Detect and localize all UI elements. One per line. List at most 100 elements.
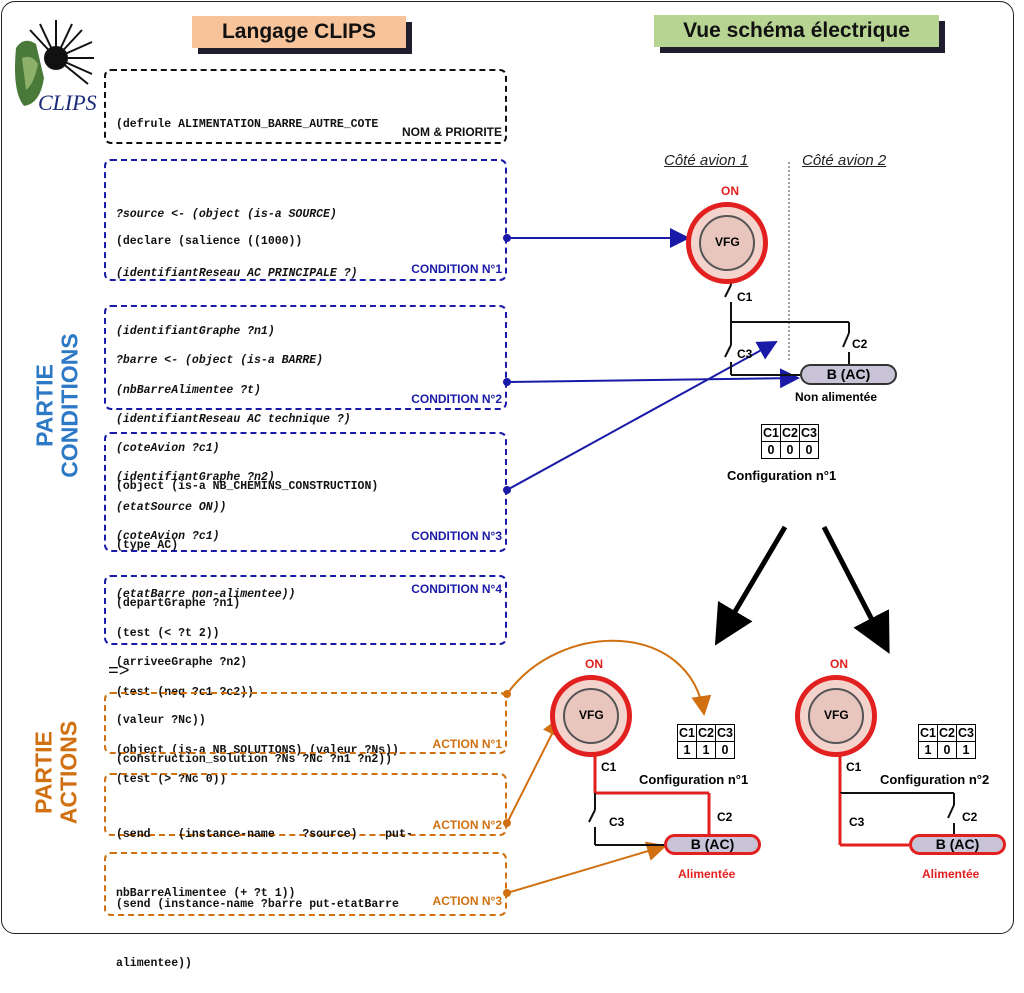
- code-line: nbBarreAlimentee (+ ?t 1)): [116, 886, 296, 900]
- bar-state-right: Alimentée: [922, 867, 980, 881]
- source-label: VFG: [579, 708, 604, 722]
- condition-3-tag: CONDITION N°3: [411, 529, 502, 543]
- header-clips: Langage CLIPS: [192, 16, 406, 48]
- table-header: C1: [761, 424, 781, 442]
- condition-2-tag: CONDITION N°2: [411, 392, 502, 406]
- switch-c1-label: C1: [737, 290, 753, 304]
- config-name-right: Configuration n°2: [880, 772, 990, 787]
- source-inner: [563, 688, 619, 744]
- config-name-top: Configuration n°1: [727, 468, 837, 483]
- action-1-block: [104, 692, 507, 754]
- table-cell: 0: [937, 741, 957, 759]
- clips-logo: CLIPS: [10, 18, 102, 118]
- logo-text: CLIPS: [38, 90, 97, 115]
- rule-line: (declare (salience ((1000)): [116, 234, 303, 248]
- code-line: ?barre <- (object (is-a BARRE): [116, 354, 324, 367]
- code-line: (object (is-a NB_CHEMINS_CONSTRUCTION): [116, 480, 379, 493]
- on-label: ON: [721, 184, 739, 198]
- switch-c2-label-left: C2: [717, 810, 733, 824]
- table-header: C1: [677, 724, 697, 742]
- on-label-left: ON: [585, 657, 603, 671]
- rule-block: [104, 69, 507, 144]
- config-arrows: [714, 525, 890, 654]
- table-cell: 0: [715, 741, 735, 759]
- action-3-tag: ACTION N°3: [432, 894, 502, 908]
- side-2-label: Côté avion 2: [802, 152, 887, 169]
- condition-1-code: ?source <- (object (is-a SOURCE) (identi…: [116, 166, 358, 537]
- logo-graphic: [15, 20, 94, 106]
- rule-tag: NOM & PRIORITE: [401, 125, 502, 139]
- table-cell: 0: [780, 441, 800, 459]
- code-line: (identifiantReseau AC technique ?): [116, 412, 351, 426]
- switch-c2-label-right: C2: [962, 810, 978, 824]
- table-header: C2: [937, 724, 957, 742]
- table-header: C3: [956, 724, 976, 742]
- code-line: (valeur ?Nc)): [116, 714, 206, 727]
- source-label: VFG: [715, 235, 740, 249]
- action-3-code: (send (instance-name ?barre put-etatBarr…: [116, 856, 399, 993]
- source-inner: [808, 688, 864, 744]
- table-header: C3: [799, 424, 819, 442]
- code-line: (test (< ?t 2)): [116, 627, 220, 640]
- code-line: (construction_solution ?Ns ?Nc ?n1 ?n2)): [116, 753, 393, 766]
- config-name-left: Configuration n°1: [639, 772, 749, 787]
- switch-c3-label-right: C3: [849, 815, 865, 829]
- on-label-right: ON: [830, 657, 848, 671]
- condition-2-block: [104, 305, 507, 410]
- bar-top: B (AC): [800, 364, 897, 385]
- code-line: (send (instance-name ?barre put-etatBarr…: [116, 898, 399, 911]
- table-cell: 1: [677, 741, 697, 759]
- switch-c2-label: C2: [852, 337, 868, 351]
- code-line: (identifiantGraphe ?n1): [116, 325, 275, 338]
- table-cell: 1: [696, 741, 716, 759]
- condition-4-block: [104, 575, 507, 645]
- diagram-wiring: [503, 162, 955, 897]
- table-header: C3: [715, 724, 735, 742]
- side-1-label: Côté avion 1: [664, 152, 749, 169]
- table-header: C1: [918, 724, 938, 742]
- source-inner: [699, 215, 755, 271]
- table-cell: 0: [799, 441, 819, 459]
- table-header: C2: [696, 724, 716, 742]
- action-1-code: (construction_solution ?Ns ?Nc ?n1 ?n2)): [116, 711, 392, 789]
- condition-1-block: [104, 159, 507, 281]
- table-header: C2: [780, 424, 800, 442]
- code-line: (type AC): [116, 538, 179, 552]
- rule-line: (defrule ALIMENTATION_BARRE_AUTRE_COTE: [116, 118, 379, 131]
- table-cell: 1: [956, 741, 976, 759]
- code-line: (coteAvion ?c1): [116, 442, 220, 455]
- condition-4-tag: CONDITION N°4: [411, 582, 502, 596]
- source-vfg-right: VFG: [795, 675, 877, 757]
- switch-c3-label: C3: [737, 347, 753, 361]
- code-line: (arriveeGraphe ?n2): [116, 655, 248, 669]
- code-line: (coteAvion ?c1): [116, 529, 220, 543]
- code-line: (identifiantReseau AC PRINCIPALE ?): [116, 266, 358, 280]
- switch-c3-label-left: C3: [609, 815, 625, 829]
- code-line: (test (> ?Nc 0)): [116, 772, 227, 786]
- switch-c1-label-right: C1: [846, 760, 862, 774]
- header-schema: Vue schéma électrique: [654, 15, 939, 47]
- condition-3-code: (object (is-a NB_CHEMINS_CONSTRUCTION) (…: [116, 438, 378, 809]
- then-arrow: =>: [108, 662, 130, 682]
- code-line: alimentee)): [116, 956, 192, 970]
- code-line: ?source <- (object (is-a SOURCE): [116, 208, 337, 221]
- code-line: (identifiantGraphe ?n2): [116, 471, 275, 484]
- action-2-tag: ACTION N°2: [432, 818, 502, 832]
- code-line: (etatSource ON)): [116, 500, 227, 514]
- code-line: (nbBarreAlimentee ?t): [116, 383, 261, 397]
- action-3-block: [104, 852, 507, 916]
- bar-state: Non alimentée: [795, 390, 878, 404]
- code-line: (send (instance-name ?source) put-: [116, 828, 413, 841]
- code-line: (etatBarre non-alimentee)): [116, 588, 296, 601]
- condition-1-tag: CONDITION N°1: [411, 262, 502, 276]
- source-vfg-left: VFG: [550, 675, 632, 757]
- condition-2-code: ?barre <- (object (is-a BARRE) (identifi…: [116, 312, 351, 624]
- rule-code: (defrule ALIMENTATION_BARRE_AUTRE_COTE (…: [116, 76, 378, 271]
- bar-right: B (AC): [909, 834, 1006, 855]
- table-cell: 0: [761, 441, 781, 459]
- bar-state-left: Alimentée: [678, 867, 736, 881]
- bar-left: B (AC): [664, 834, 761, 855]
- action-links: [503, 639, 712, 897]
